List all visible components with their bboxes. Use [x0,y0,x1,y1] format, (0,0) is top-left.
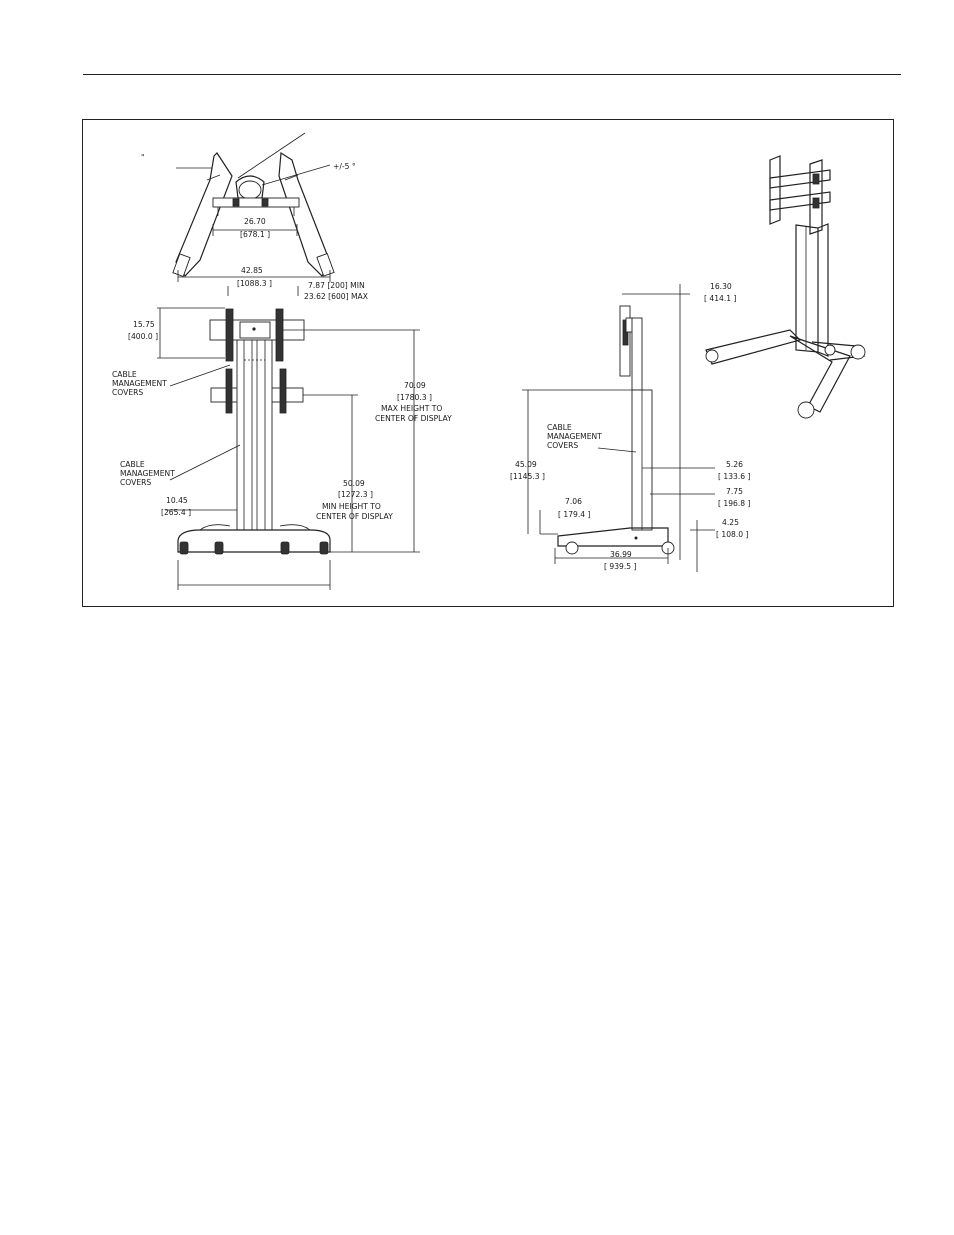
isometric-view [705,155,866,419]
side-depth-top-mm: [ 414.1 ] [704,294,737,303]
top-tilt-label: +/-5 ° [333,162,356,171]
side-col-offset-mm: [ 133.6 ] [718,472,751,481]
front-column-w-mm: [265.4 ] [161,508,191,517]
side-front-offset-mm: [ 179.4 ] [558,510,591,519]
top-arm-min: 7.87 [200] MIN [308,281,365,290]
front-covers-lower-1: CABLE [120,460,145,469]
top-small-mark: " [141,153,145,162]
front-max-caption-1: MAX HEIGHT TO [381,404,442,413]
front-min-h-mm: [1272.3 ] [338,490,373,499]
side-base-offset: 7.75 [726,487,743,496]
side-base-depth-mm: [ 939.5 ] [604,562,637,571]
side-front-offset: 7.06 [565,497,582,506]
front-min-caption-1: MIN HEIGHT TO [322,502,381,511]
side-wheel-h-mm: [ 108.0 ] [716,530,749,539]
top-width-inner: 26.70 [244,217,266,226]
front-covers-upper-1: CABLE [112,370,137,379]
figure-frame [82,119,894,607]
front-view [157,307,420,590]
side-base-depth: 36.99 [610,550,632,559]
front-column-w: 10.45 [166,496,188,505]
front-min-caption-2: CENTER OF DISPLAY [316,512,393,521]
top-view [172,132,335,296]
side-covers-3: COVERS [547,441,578,450]
side-depth-top: 16.30 [710,282,732,291]
front-bracket-h: 15.75 [133,320,155,329]
top-arm-max: 23.62 [600] MAX [304,292,368,301]
top-width-outer: 42.85 [241,266,263,275]
front-max-h: 70.09 [404,381,426,390]
front-covers-upper-3: COVERS [112,388,143,397]
side-col-offset: 5.26 [726,460,743,469]
side-view [522,284,715,572]
front-max-caption-2: CENTER OF DISPLAY [375,414,452,423]
side-height: 45.09 [515,460,537,469]
side-base-offset-mm: [ 196.8 ] [718,499,751,508]
side-wheel-h: 4.25 [722,518,739,527]
top-width-inner-mm: [678.1 ] [240,230,270,239]
header-rule [83,74,901,75]
front-min-h: 50.09 [343,479,365,488]
front-bracket-h-mm: [400.0 ] [128,332,158,341]
front-covers-upper-2: MANAGEMENT [112,379,167,388]
side-height-mm: [1145.3 ] [510,472,545,481]
front-covers-lower-2: MANAGEMENT [120,469,175,478]
front-covers-lower-3: COVERS [120,478,151,487]
side-covers-1: CABLE [547,423,572,432]
side-covers-2: MANAGEMENT [547,432,602,441]
front-max-h-mm: [1780.3 ] [397,393,432,402]
top-width-outer-mm: [1088.3 ] [237,279,272,288]
